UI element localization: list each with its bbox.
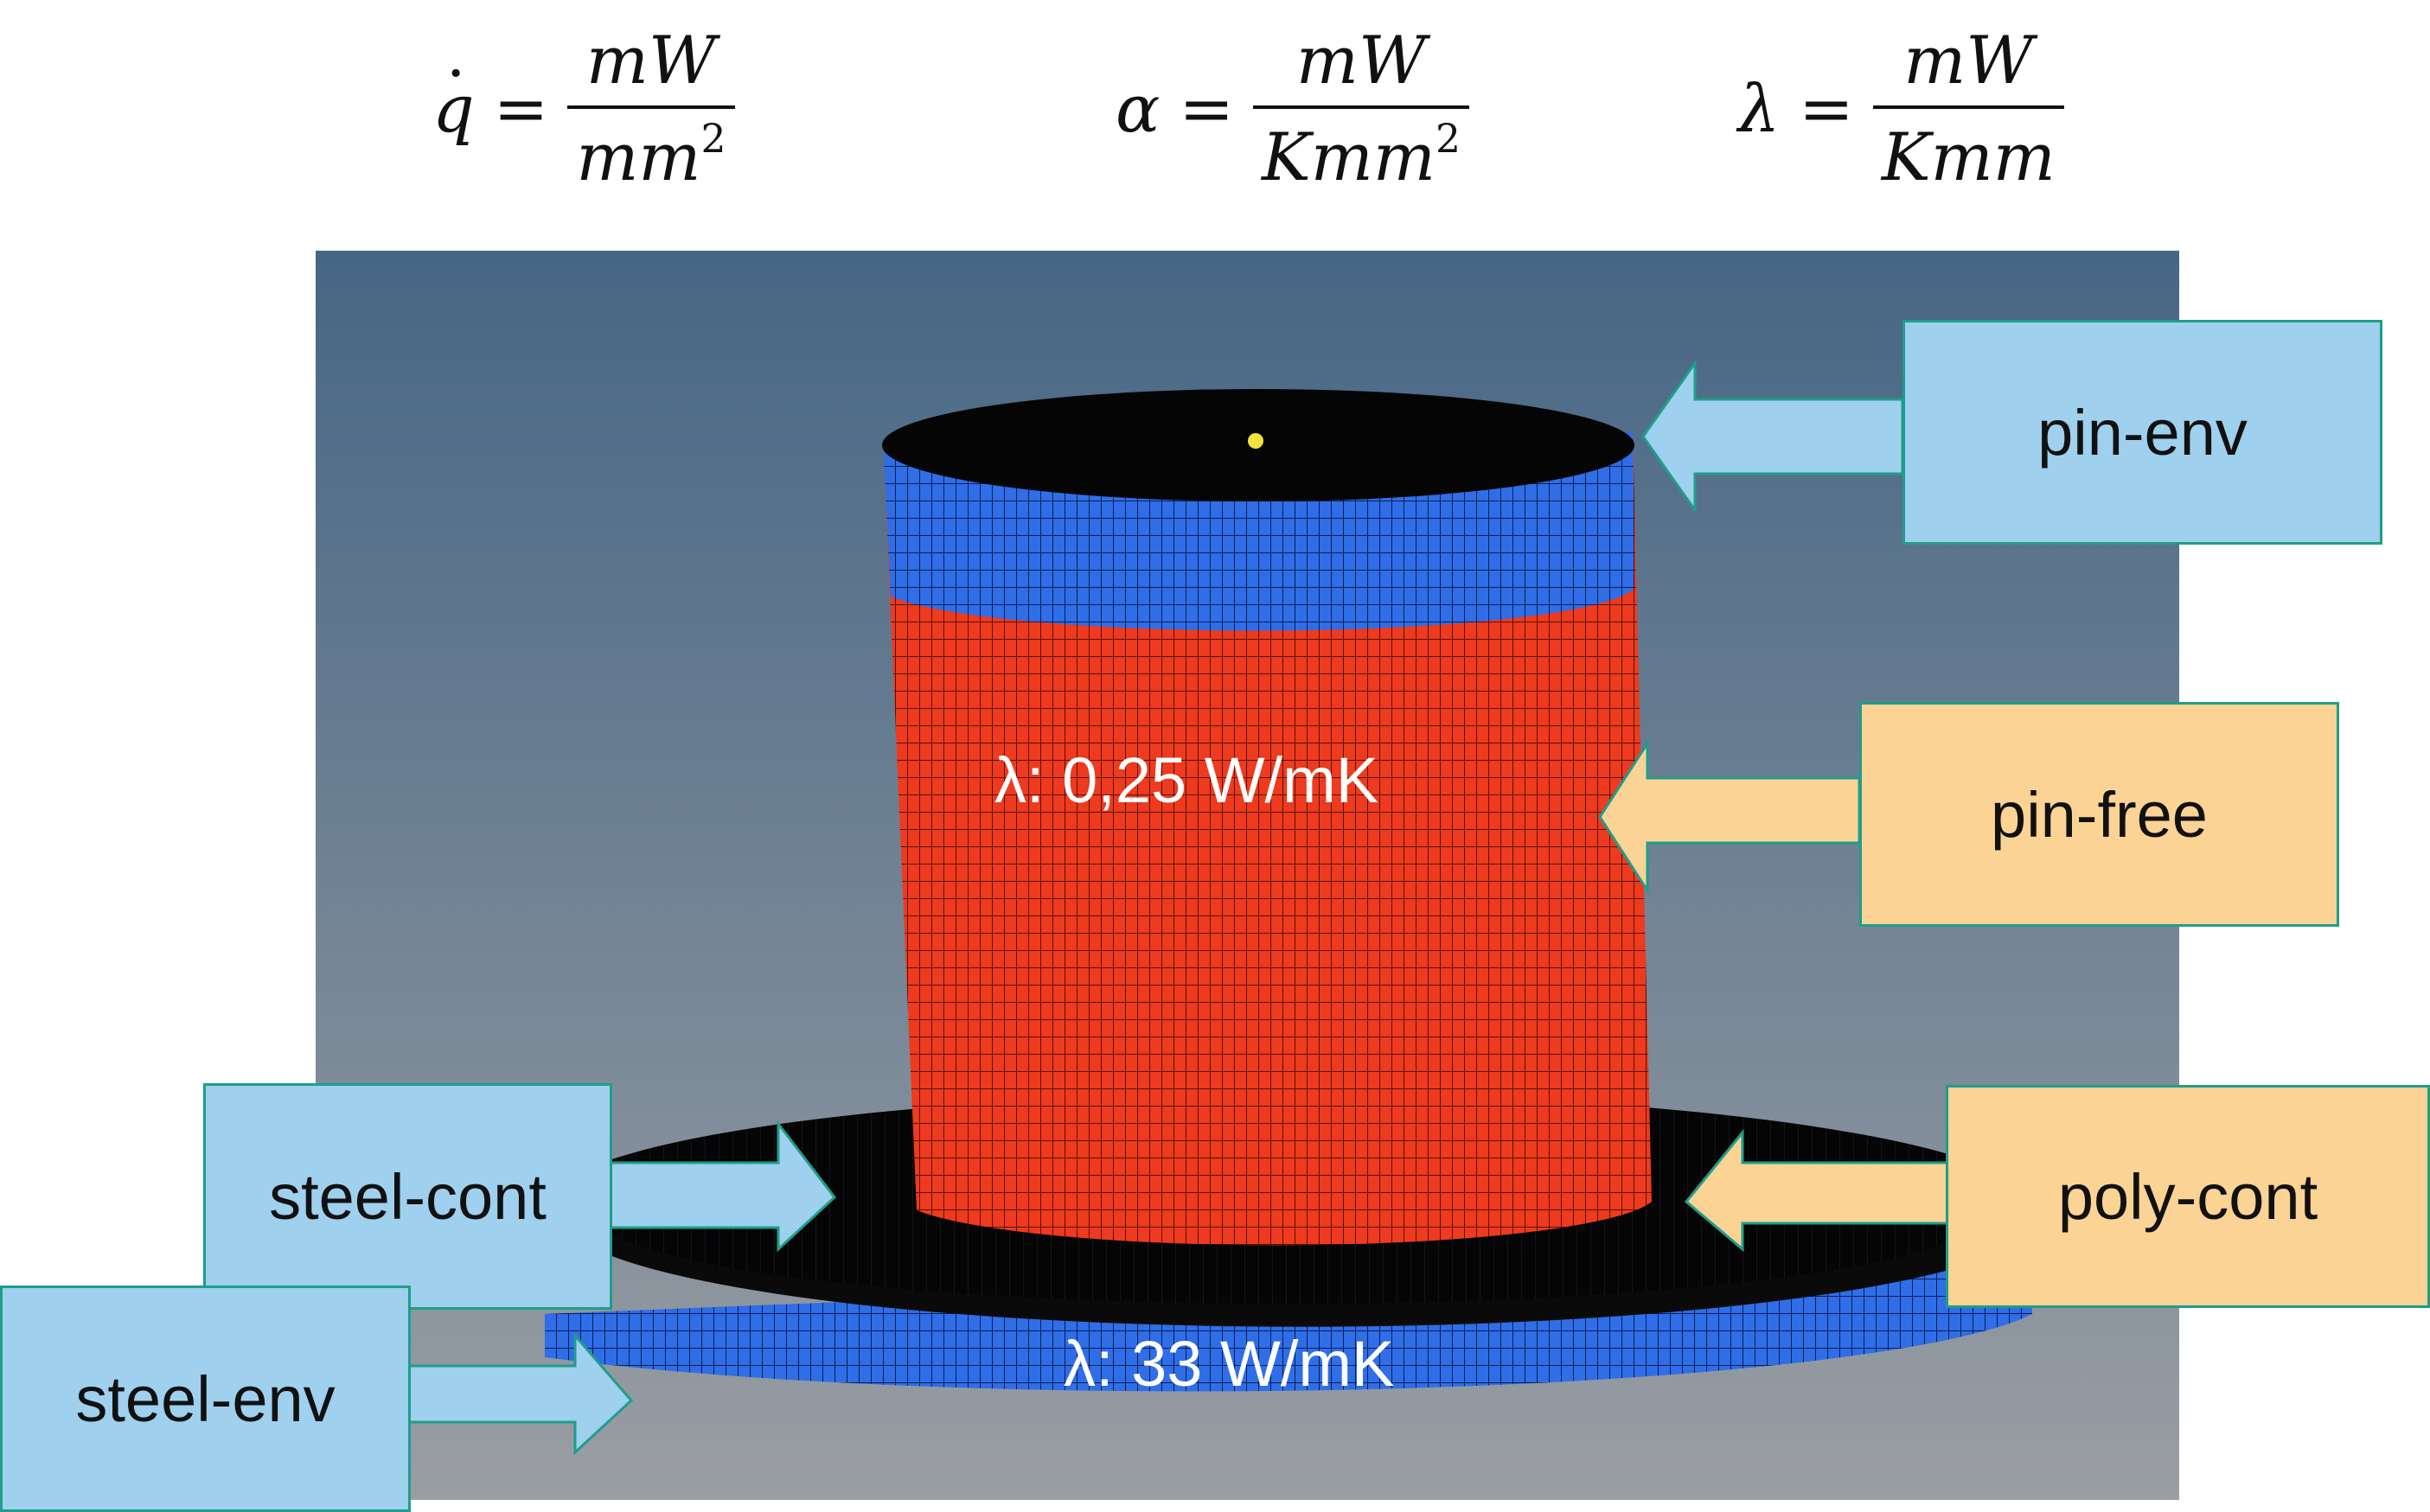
numerator: mW: [1295, 21, 1427, 99]
numerator: mW: [1903, 21, 2034, 99]
callout-pin-free: pin-free: [1859, 702, 2339, 927]
denominator: mm2: [567, 105, 735, 195]
steel-disc-rim: [605, 1206, 1978, 1327]
denominator-exponent: 2: [1435, 115, 1461, 162]
callout-pin-free-label: pin-free: [1991, 778, 2208, 851]
fraction: mW mm2: [567, 21, 735, 195]
fraction: mW Kmm2: [1253, 22, 1469, 195]
arrow-pin-env: [1641, 359, 1904, 514]
callout-pin-env: pin-env: [1902, 320, 2382, 545]
pin-conductivity-label: λ: 0,25 W/mK: [994, 744, 1379, 816]
callout-steel-env-label: steel-env: [75, 1362, 336, 1435]
fraction: mW Kmm: [1872, 21, 2064, 195]
denominator-base: mm: [576, 118, 701, 195]
pin-cylinder: [882, 389, 1652, 1246]
arrow-steel-cont: [608, 1120, 837, 1253]
heat-flux-formula: q = mW mm2: [432, 17, 735, 199]
formula-lhs: q: [432, 20, 475, 147]
denominator-base: Kmm: [1881, 118, 2056, 195]
callout-steel-env: steel-env: [0, 1286, 411, 1512]
callout-poly-cont: poly-cont: [1946, 1085, 2430, 1308]
callout-pin-env-label: pin-env: [2037, 396, 2248, 469]
formula-lhs: λ: [1738, 69, 1781, 147]
equals-sign: =: [1179, 69, 1235, 147]
pin-red-segment: [884, 432, 1652, 1246]
callout-poly-cont-label: poly-cont: [2057, 1160, 2318, 1233]
arrow-poly-cont: [1684, 1128, 1952, 1253]
heat-transfer-coefficient-formula: α = mW Kmm2: [1116, 17, 1469, 199]
pin-marker-dot: [1248, 433, 1263, 449]
formula-lhs: α: [1116, 69, 1161, 147]
arrow-pin-free: [1598, 738, 1861, 896]
thermal-conductivity-formula: λ = mW Kmm: [1738, 17, 2064, 199]
numerator: mW: [585, 21, 717, 99]
callout-steel-cont-label: steel-cont: [269, 1160, 547, 1233]
arrow-steel-env: [405, 1331, 634, 1456]
denominator: Kmm: [1872, 105, 2064, 195]
denominator: Kmm2: [1253, 105, 1469, 195]
equals-sign: =: [1799, 69, 1854, 147]
denominator-exponent: 2: [700, 115, 726, 162]
equals-sign: =: [493, 69, 549, 147]
callout-steel-cont: steel-cont: [203, 1083, 612, 1310]
steel-conductivity-label: λ: 33 W/mK: [1064, 1328, 1395, 1400]
denominator-base: Kmm: [1262, 118, 1436, 195]
